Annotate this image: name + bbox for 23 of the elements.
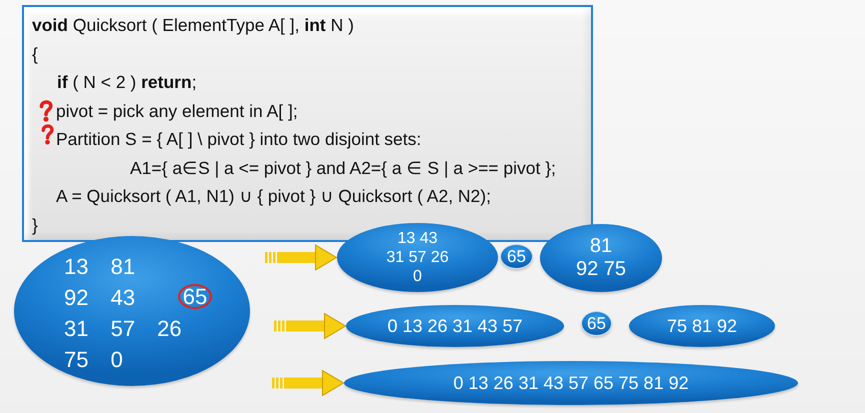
code-line: A1={ a∈S | a <= pivot } and A2={ a ∈ S | a >== pivot }; (130, 158, 556, 178)
number-label: 0 13 26 31 43 57 (387, 315, 523, 337)
code-line: { (32, 44, 38, 64)
number-label: 65 (182, 284, 208, 310)
code-line: pivot = pick any element in A[ ]; (56, 100, 298, 120)
code-line: if ( N < 2 ) return; (57, 72, 197, 92)
code-line: A = Quicksort ( A1, N1) ∪ { pivot } ∪ Quicksort ( A2, N2); (56, 186, 491, 206)
arrow (265, 244, 337, 270)
code-line: Partition S = { A[ ] \ pivot } into two disjoint sets: (56, 129, 422, 149)
code-line: } (32, 214, 38, 234)
small-ellipse (500, 244, 533, 269)
arrow (272, 370, 344, 396)
small-ellipse (581, 311, 612, 336)
highlight-ring (178, 284, 212, 309)
number-label: 13 81 92 43 31 57 26 75 0 (64, 253, 182, 374)
number-label: 13 43 31 57 26 0 (386, 229, 449, 286)
number-label: 65 (587, 314, 606, 334)
number-label: 0 13 26 31 43 57 65 75 81 92 (453, 372, 689, 394)
number-label: 75 81 92 (666, 315, 738, 337)
arrow (274, 313, 346, 339)
code-line: void Quicksort ( ElementType A[ ], int N ) (32, 15, 354, 35)
number-label: 65 (507, 246, 526, 266)
number-label: 81 92 75 (576, 235, 626, 281)
